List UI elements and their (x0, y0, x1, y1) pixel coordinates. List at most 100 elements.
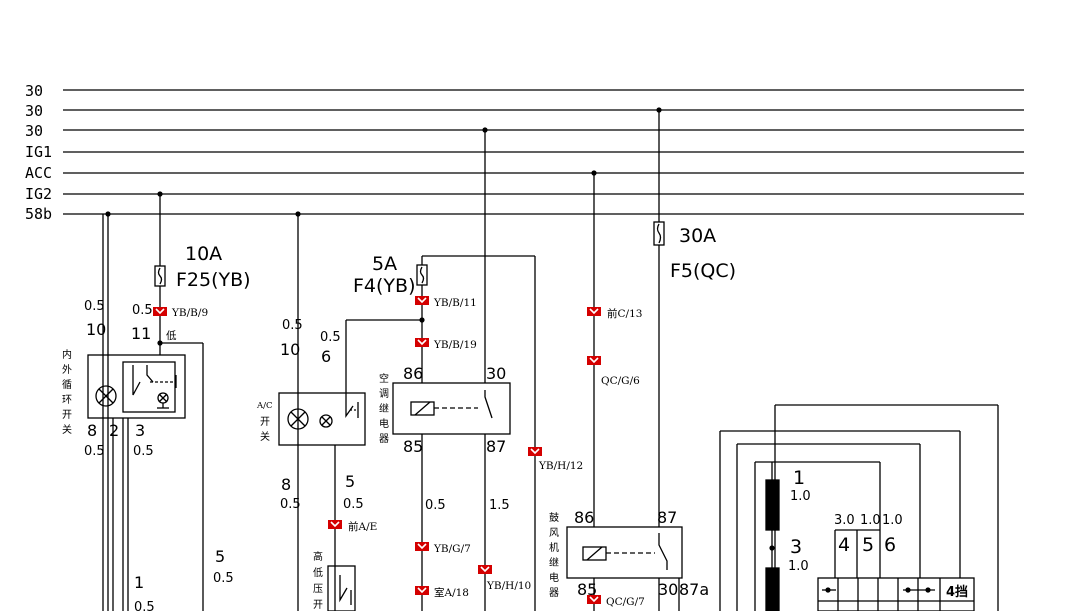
recirc-pin1: 1 (134, 573, 144, 592)
ac-indicator-icon (287, 408, 309, 430)
block-pin4: 4 (838, 534, 850, 556)
ac-pin5-size: 0.5 (343, 497, 364, 512)
svg-text:开: 开 (62, 410, 72, 421)
ac-pin10-size: 0.5 (282, 318, 303, 333)
conn-yb-g-7: YB/G/7 (433, 543, 471, 555)
ac-relay-wire-right: 1.5 (489, 498, 510, 513)
block-pin1: 1 (793, 467, 805, 489)
fuse-f5-name: F5(QC) (670, 260, 736, 282)
blower-relay-pin30: 30 (658, 580, 678, 599)
connector-marker-icon (415, 542, 429, 551)
svg-text:继: 继 (549, 556, 559, 569)
conn-yb-b-9: YB/B/9 (171, 307, 208, 319)
ac-switch-box (278, 392, 366, 446)
conn-qc-g-6: QC/G/6 (601, 375, 640, 387)
bus-lines (63, 89, 1024, 215)
conn-yb-b-19: YB/B/19 (433, 339, 477, 351)
ac-relay-pin87: 87 (486, 437, 506, 456)
blower-relay-pin87a: 87a (679, 580, 709, 599)
pressure-switch-label: 高 低 压 开 (313, 550, 323, 611)
blower-relay-pin85: 85 (577, 580, 597, 599)
connector-marker-icon (328, 520, 342, 529)
bus-label-30c: 30 (25, 122, 43, 140)
block-pin6-size: 1.0 (882, 513, 903, 528)
conn-qc-g-7: QC/G/7 (606, 596, 645, 608)
svg-text:循: 循 (62, 378, 72, 391)
ac-switch-label-char-2: 关 (260, 430, 270, 443)
connector-marker-icon (415, 586, 429, 595)
svg-text:高: 高 (313, 550, 323, 563)
recirc-pin3-size: 0.5 (133, 444, 154, 459)
connector-marker-icon (587, 307, 601, 316)
ac-pin6-size: 0.5 (320, 330, 341, 345)
svg-text:关: 关 (62, 423, 72, 436)
connector-marker-icon (478, 565, 492, 574)
ac-relay-box (392, 382, 511, 435)
ac-relay-label: 空 调 继 电 器 (379, 372, 389, 445)
svg-text:机: 机 (549, 541, 559, 554)
blower-relay-label: 鼓 风 机 继 电 器 (549, 511, 559, 599)
block-pin4-size: 3.0 (834, 513, 855, 528)
svg-text:器: 器 (549, 587, 559, 599)
conn-yb-b-11: YB/B/11 (433, 297, 477, 309)
recirc-pin5: 5 (215, 547, 225, 566)
connector-marker-icon (528, 447, 542, 456)
junction-dots (105, 107, 931, 593)
fuse-f4-name: F4(YB) (353, 275, 415, 297)
blower-relay-pin86: 86 (574, 508, 594, 527)
fuse-f25 (154, 265, 166, 287)
fuse-f25-rating: 10A (185, 243, 222, 265)
resistor-1 (765, 479, 780, 531)
ac-pin8-size: 0.5 (280, 497, 301, 512)
connector-marker-icon (153, 307, 167, 316)
recirc-pin8-size: 0.5 (84, 444, 105, 459)
conn-room-a-18: 室A/18 (434, 586, 469, 599)
conn-yb-h-10: YB/H/10 (486, 580, 531, 592)
conn-front-c-13: 前C/13 (607, 307, 642, 320)
connector-marker-icon (415, 338, 429, 347)
svg-text:风: 风 (549, 527, 559, 539)
bus-labels: 30 30 30 IG1 ACC IG2 58b (25, 82, 52, 223)
svg-text:电: 电 (549, 571, 559, 584)
svg-text:外: 外 (62, 364, 72, 376)
ac-pin10: 10 (280, 340, 300, 359)
blower-relay-box (566, 526, 683, 579)
bus-label-58b: 58b (25, 205, 52, 223)
svg-text:电: 电 (379, 417, 389, 430)
ac-switch-label-top: A/C (256, 401, 273, 411)
fuse-f25-name: F25(YB) (176, 269, 251, 291)
recirc-pin2: 2 (109, 421, 119, 440)
recirc-pin11-size: 0.5 (132, 303, 153, 318)
blower-relay-pin87: 87 (657, 508, 677, 527)
gear-switch-table (817, 577, 975, 611)
block-pin6: 6 (884, 534, 896, 556)
block-pin5: 5 (862, 534, 874, 556)
connector-marker-icon (415, 296, 429, 305)
ac-relay-pin85: 85 (403, 437, 423, 456)
conn-yb-h-12: YB/H/12 (538, 460, 583, 472)
indicator-lamp-icon (95, 385, 117, 407)
pressure-switch-box (327, 565, 356, 611)
recirc-pin1-size: 0.5 (134, 600, 155, 611)
recirc-low-label: 低 (166, 329, 177, 342)
gear-4-label: 4挡 (946, 584, 968, 600)
svg-text:开: 开 (313, 600, 323, 611)
recirc-pin11: 11 (131, 324, 151, 343)
connector-marker-icon (587, 356, 601, 365)
ac-relay-wire-left: 0.5 (425, 498, 446, 513)
connector-markers (153, 296, 601, 604)
bus-label-30b: 30 (25, 102, 43, 120)
svg-text:鼓: 鼓 (549, 511, 559, 524)
svg-text:内: 内 (62, 348, 72, 361)
fuse-f4-rating: 5A (372, 253, 397, 275)
bus-label-acc: ACC (25, 164, 52, 182)
bus-label-ig2: IG2 (25, 185, 52, 203)
connector-marker-icon (587, 595, 601, 604)
ac-pin8: 8 (281, 475, 291, 494)
bus-label-30a: 30 (25, 82, 43, 100)
resistor-2 (765, 567, 780, 611)
ac-pin5: 5 (345, 472, 355, 491)
ac-pin6: 6 (321, 347, 331, 366)
block-pin3: 3 (790, 536, 802, 558)
